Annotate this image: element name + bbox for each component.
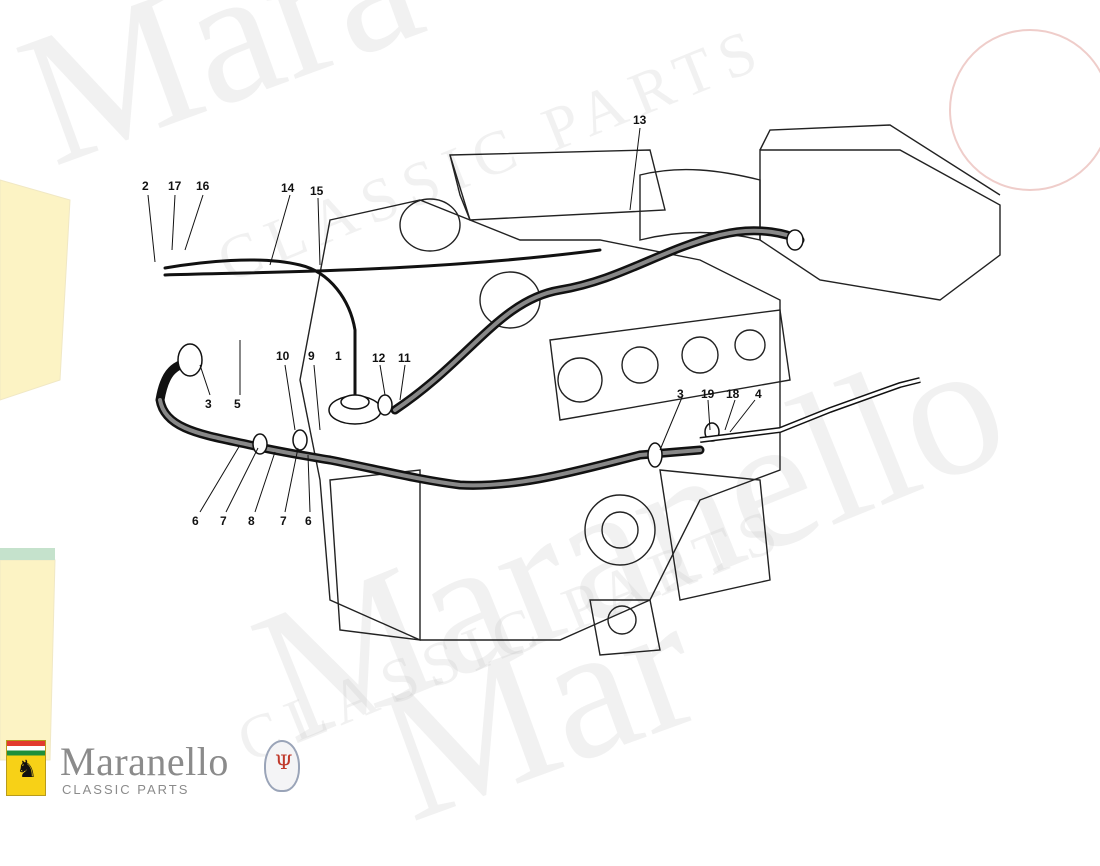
watermark-shields [0, 29, 1100, 761]
diagram-drawing: 1 2 3 3 4 5 6 6 7 7 8 9 10 11 12 13 14 1… [0, 29, 1100, 761]
callout-17: 17 [168, 179, 182, 193]
callout-19: 19 [701, 387, 715, 401]
hose-vacuum-2 [163, 248, 602, 277]
clamps [177, 229, 804, 468]
callout-7-left: 7 [220, 514, 227, 528]
callout-2: 2 [142, 179, 149, 193]
brand-name: Maranello [60, 739, 229, 784]
port-1 [557, 357, 603, 403]
callout-16: 16 [196, 179, 210, 193]
maserati-trident-icon [264, 740, 300, 792]
gearbox [329, 469, 421, 641]
sump-plate [589, 599, 661, 656]
alternator [659, 469, 771, 601]
callout-5: 5 [234, 397, 241, 411]
callout-7-right: 7 [280, 514, 287, 528]
hoses [155, 226, 805, 490]
hose-vacuum [163, 258, 357, 397]
callout-14: 14 [281, 181, 295, 195]
plenum-top [449, 149, 666, 221]
air-cleaner-box [759, 149, 1001, 301]
callout-18: 18 [726, 387, 740, 401]
callout-11: 11 [398, 351, 411, 365]
ferrari-shield-icon [6, 740, 46, 796]
valve-part-1 [328, 394, 382, 425]
callouts: 1 2 3 3 4 5 6 6 7 7 8 9 10 11 12 13 14 1… [142, 113, 762, 528]
callout-3-right: 3 [677, 387, 684, 401]
brand-subtitle: CLASSIC PARTS [62, 782, 190, 797]
brand-logo: Maranello CLASSIC PARTS [6, 738, 306, 798]
callout-15: 15 [310, 184, 324, 198]
callout-12: 12 [372, 351, 386, 365]
callout-13: 13 [633, 113, 647, 127]
callout-8: 8 [248, 514, 255, 528]
callout-10: 10 [276, 349, 290, 363]
callout-6-left: 6 [192, 514, 199, 528]
diagram-stage: Mara CLASSIC PARTS Maranello Mar CLASSIC… [0, 0, 1100, 800]
callout-4: 4 [755, 387, 762, 401]
callout-1: 1 [335, 349, 342, 363]
engine-block [299, 199, 781, 641]
oil-filler [399, 198, 461, 252]
hose-upper [390, 226, 805, 415]
callout-9: 9 [308, 349, 315, 363]
callout-3-left: 3 [205, 397, 212, 411]
callout-6-right: 6 [305, 514, 312, 528]
engine-drawing [299, 124, 1001, 656]
flange [584, 494, 656, 566]
leader-lines [147, 127, 756, 513]
cylinder-head [549, 309, 791, 421]
intake-duct [639, 168, 761, 241]
